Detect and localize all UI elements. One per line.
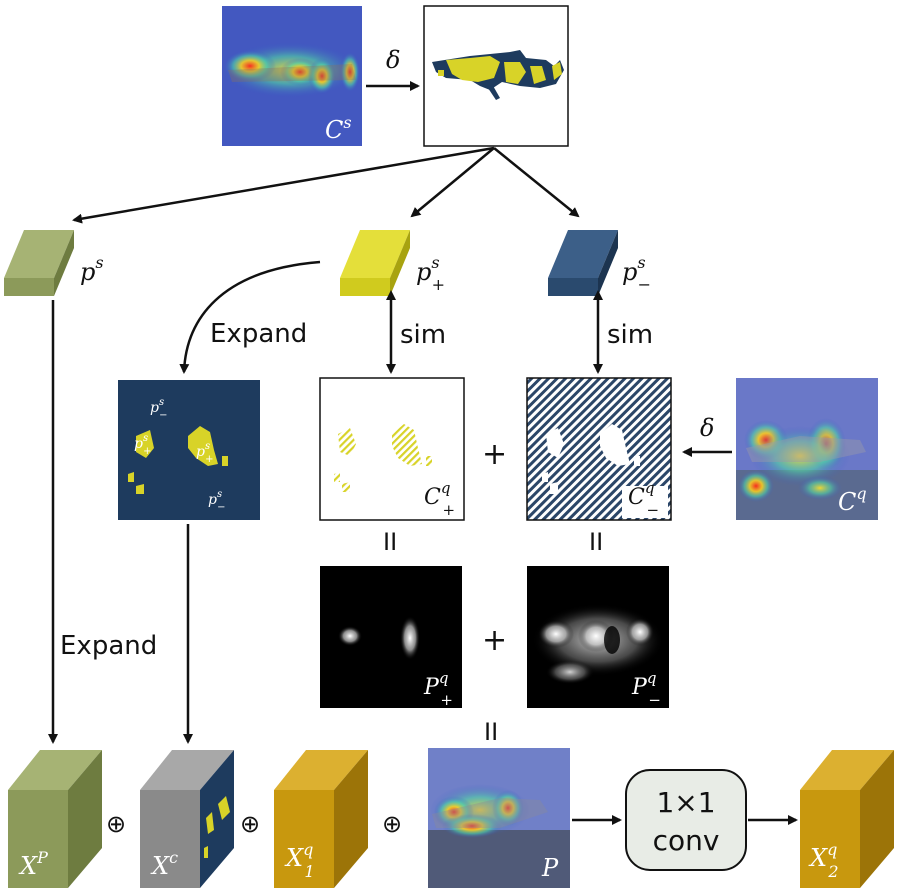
pq-plus-map: Pq+ xyxy=(320,566,462,709)
ps-minus-prototype-bar xyxy=(548,230,618,296)
arrow-to-ps-minus xyxy=(493,147,580,218)
ps-plus-label: ps+ xyxy=(416,253,445,294)
cq-minus-label: Cq− xyxy=(628,479,659,519)
expand-left-label: Expand xyxy=(60,631,157,661)
plus-sign-2: + xyxy=(482,623,507,658)
equals-mark-2: II xyxy=(589,528,603,556)
equals-mark-3: II xyxy=(484,718,498,746)
sim-left-label: sim xyxy=(400,320,446,350)
oplus-3: ⊕ xyxy=(382,810,402,838)
ps-prototype-bar xyxy=(4,230,74,296)
cq-label: Cq xyxy=(838,484,867,516)
pq-minus-map: Pq− xyxy=(527,566,669,709)
cq-minus-mask: Cq− xyxy=(526,377,672,521)
conv-line1: 1×1 xyxy=(656,786,715,819)
xc-label: Xc xyxy=(150,848,178,880)
expanded-prototype-mask: ps− ps+ ps+ ps− xyxy=(118,380,260,520)
conv-1x1-block: 1×1 conv xyxy=(625,769,747,871)
expand-curve-arrow xyxy=(179,260,321,374)
oplus-2: ⊕ xyxy=(240,810,260,838)
p-map-label: P xyxy=(541,854,559,882)
delta-top-label: δ xyxy=(386,46,400,74)
plus-sign-1: + xyxy=(482,437,507,472)
ps-minus-label: ps− xyxy=(622,253,651,294)
conv-line2: conv xyxy=(653,824,720,857)
oplus-1: ⊕ xyxy=(106,810,126,838)
support-cam-heatmap: Cs xyxy=(220,6,362,146)
ps-plus-prototype-bar xyxy=(340,230,410,296)
cq-plus-label: Cq+ xyxy=(424,479,455,519)
ps-label: ps xyxy=(80,253,104,286)
arrow-to-ps xyxy=(72,146,495,224)
delta-right-label: δ xyxy=(700,414,714,442)
equals-mark-1: II xyxy=(383,528,397,556)
cq-plus-mask: Cq+ xyxy=(319,377,465,521)
mask-ps-minus-bottom: ps− xyxy=(208,489,226,513)
arrow-to-ps-plus xyxy=(410,147,495,218)
xc-feature-cube: Xc xyxy=(140,750,234,888)
pq-minus-label: Pq− xyxy=(631,669,661,709)
cs-label: Cs xyxy=(325,113,352,144)
expand-mid-label: Expand xyxy=(210,319,307,349)
mask-ps-minus-top: ps− xyxy=(150,397,168,421)
pq-plus-label: Pq+ xyxy=(423,669,453,709)
mask-ps-plus-left: ps+ xyxy=(134,433,152,457)
prior-mask-heatmap: P xyxy=(428,748,570,888)
mask-ps-plus-right: ps+ xyxy=(196,441,214,465)
xp-label: XP xyxy=(18,848,48,880)
query-cam-heatmap: Cq xyxy=(736,378,878,520)
xp-feature-cube: XP xyxy=(8,750,102,888)
support-mask-box xyxy=(423,5,569,147)
sim-right-label: sim xyxy=(607,320,653,350)
